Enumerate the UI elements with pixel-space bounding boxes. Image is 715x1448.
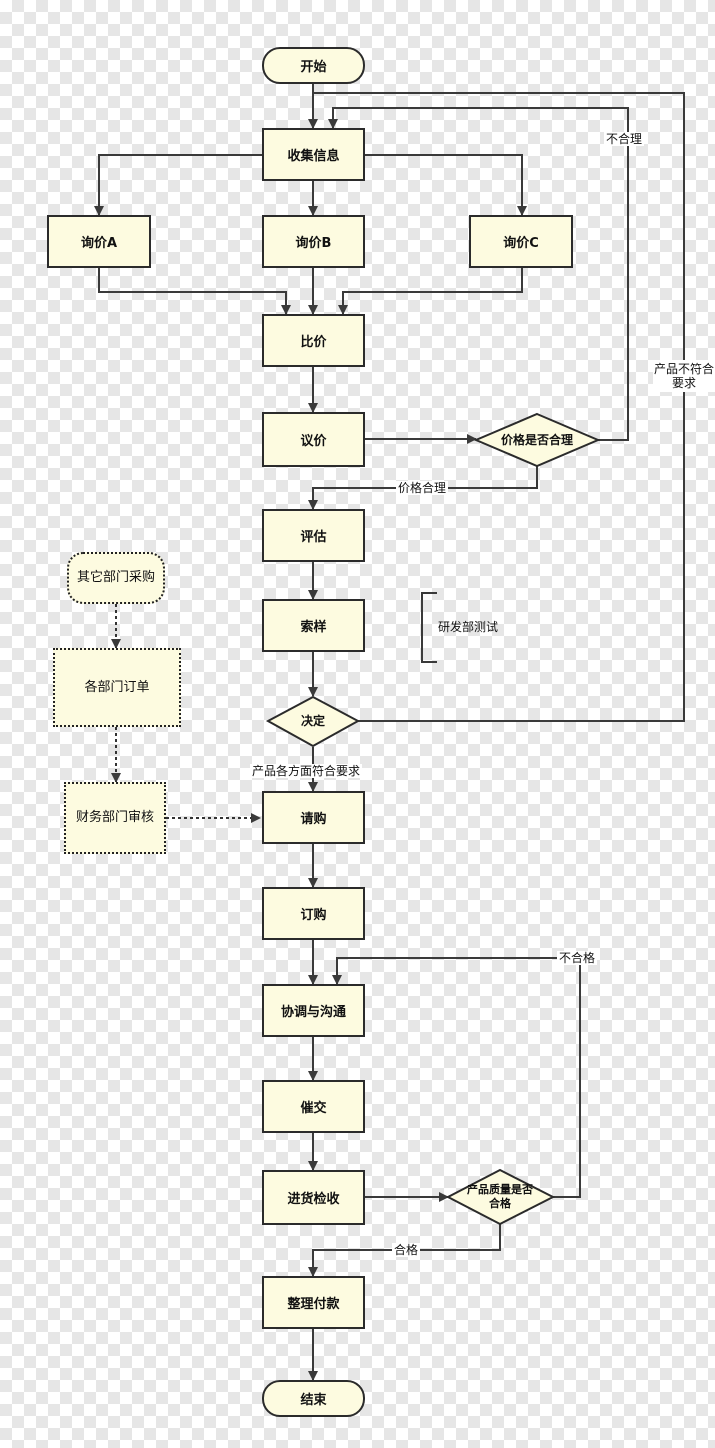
- quality-check-label: 产品质量是否合格: [467, 1183, 533, 1210]
- price-check-label: 价格是否合理: [500, 433, 573, 447]
- edge-label-meet: 产品各方面符合要求: [250, 764, 363, 778]
- decide-label: 决定: [300, 714, 325, 728]
- quote-a-step: 询价A: [47, 215, 151, 268]
- edge-label-unreasonable: 不合理: [604, 132, 645, 146]
- decide-diamond: [265, 695, 361, 748]
- rd-test-annotation: 研发部测试: [438, 620, 499, 634]
- order-step: 订购: [262, 887, 365, 940]
- arrow-unreasonable-loop: [328, 107, 629, 441]
- price-check-diamond: [473, 412, 601, 468]
- compare-step: 比价: [262, 314, 365, 367]
- edge-label-not-meet: 产品不符合要求: [653, 360, 715, 392]
- dept-order-step: 各部门订单: [53, 648, 181, 727]
- request-step: 请购: [262, 791, 365, 844]
- evaluate-step: 评估: [262, 509, 365, 562]
- finance-review-step: 财务部门审核: [64, 782, 166, 854]
- edge-label-unqualified: 不合格: [557, 951, 598, 965]
- edge-label-reasonable: 价格合理: [396, 481, 449, 495]
- edge-label-qualified: 合格: [392, 1243, 421, 1257]
- coordinate-step: 协调与沟通: [262, 984, 365, 1037]
- sample-step: 索样: [262, 599, 365, 652]
- quote-b-step: 询价B: [262, 215, 365, 268]
- arrow-quote-a-compare: [98, 268, 291, 315]
- start-terminal: 开始: [262, 47, 365, 84]
- receive-inspect-step: 进货检收: [262, 1170, 365, 1225]
- arrow-collect-quote-c: [364, 154, 527, 216]
- arrow-unqualified-loop: [332, 957, 581, 1198]
- collect-info-step: 收集信息: [262, 128, 365, 181]
- arrow-not-meet-loop: [313, 92, 685, 722]
- arrow-quote-c-compare: [338, 268, 523, 315]
- expedite-step: 催交: [262, 1080, 365, 1133]
- rd-test-bracket: [421, 592, 437, 663]
- quality-check-diamond: [445, 1168, 556, 1226]
- quote-c-step: 询价C: [469, 215, 573, 268]
- other-dept-purchase-step: 其它部门采购: [67, 552, 165, 604]
- negotiate-step: 议价: [262, 412, 365, 467]
- payment-step: 整理付款: [262, 1276, 365, 1329]
- arrow-collect-quote-a: [94, 154, 263, 216]
- end-terminal: 结束: [262, 1380, 365, 1417]
